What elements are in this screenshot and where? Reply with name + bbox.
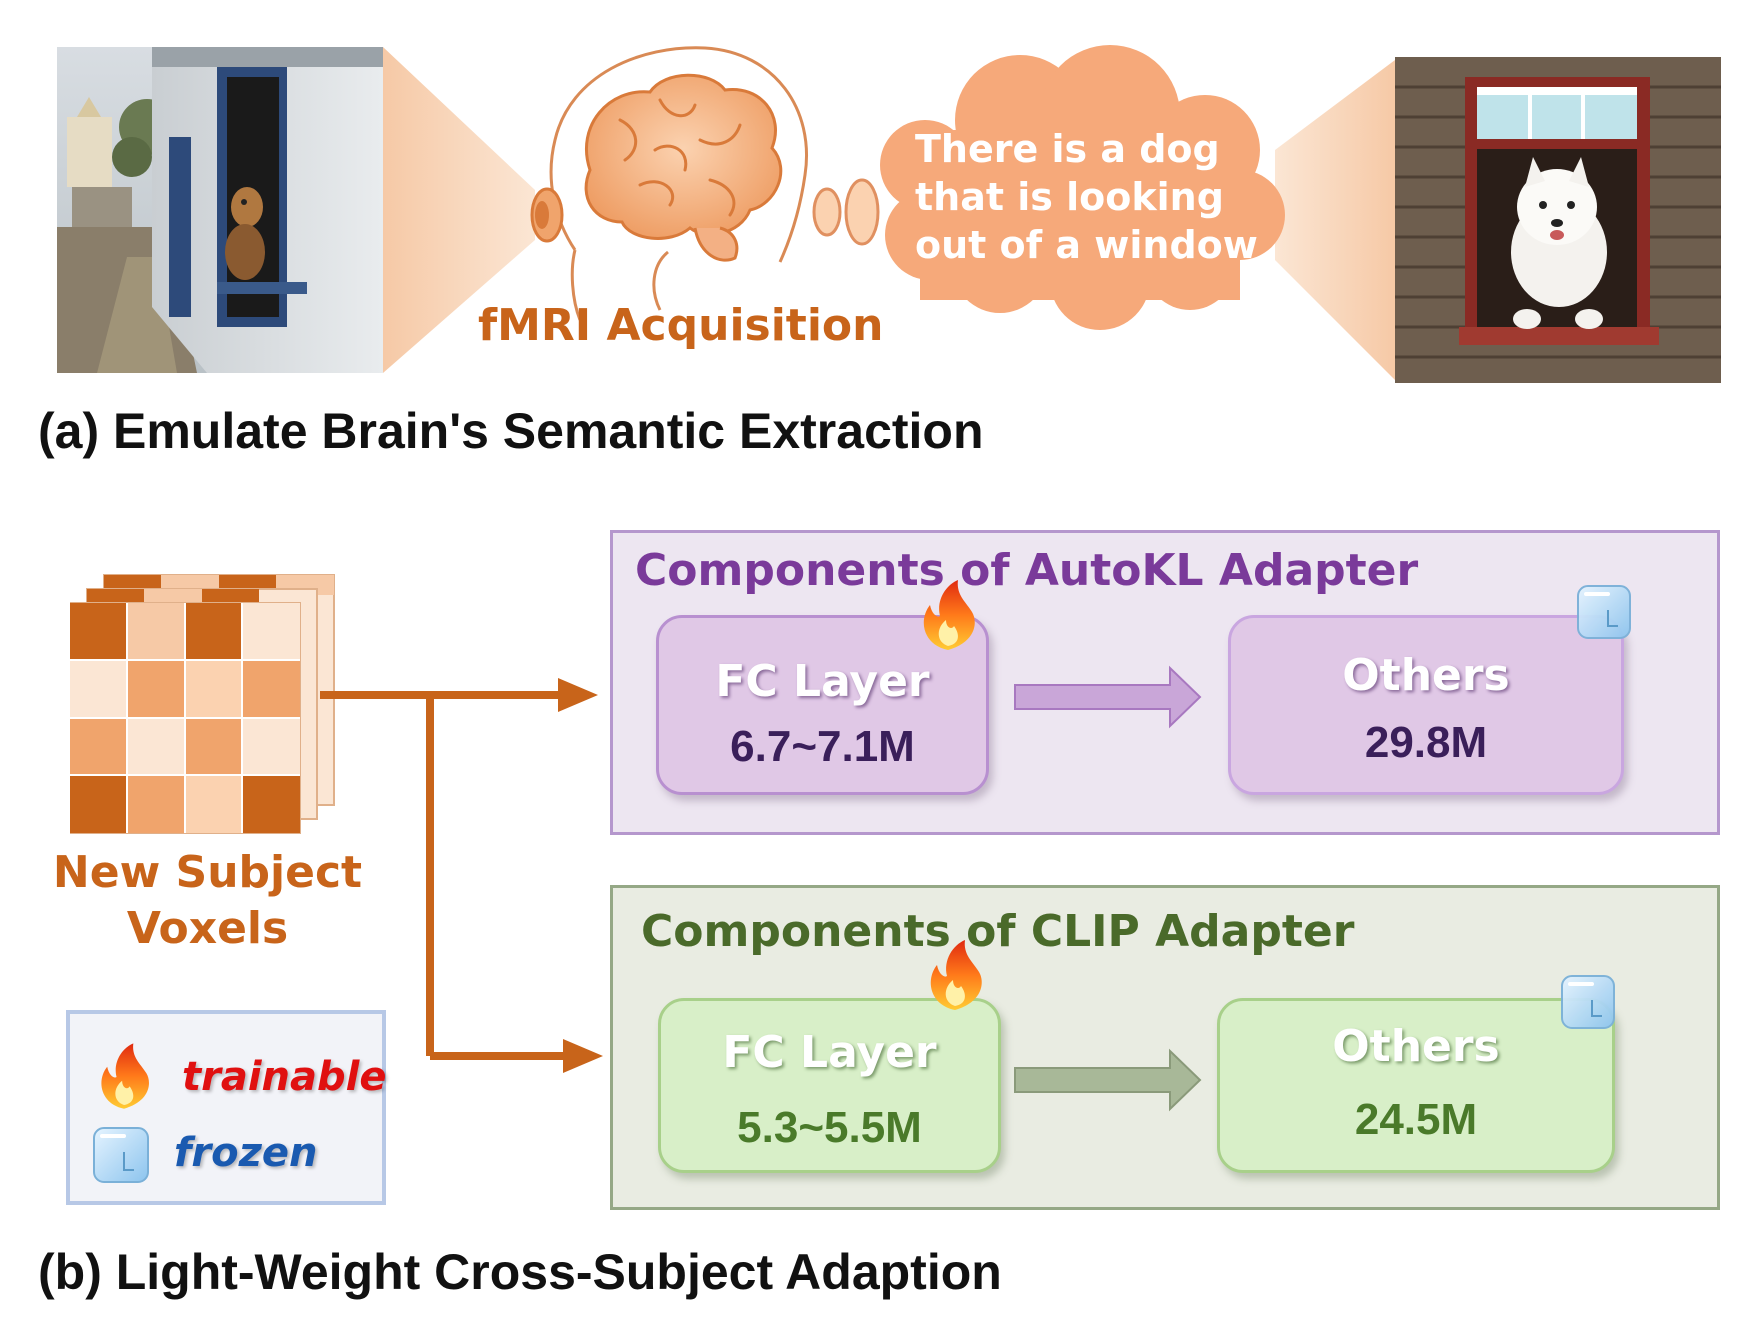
autokl-adapter-panel: Components of AutoKL Adapter FC Layer 6.…: [610, 530, 1720, 835]
light-cone-left: [383, 47, 535, 373]
autokl-fc-label: FC Layer: [715, 656, 930, 707]
fire-icon: [923, 580, 975, 650]
cloud-line-2: that is looking: [915, 175, 1224, 219]
caption-b: (b) Light-Weight Cross-Subject Adaption: [38, 1244, 1002, 1300]
legend-frozen-label: frozen: [174, 1130, 318, 1176]
clip-fc-layer-box: FC Layer 5.3~5.5M: [658, 998, 1001, 1173]
clip-fc-label: FC Layer: [722, 1027, 937, 1078]
reconstructed-image: [1395, 57, 1721, 383]
thought-cloud: [880, 45, 1285, 330]
voxels-label-line-2: Voxels: [126, 903, 289, 954]
autokl-panel-title: Components of AutoKL Adapter: [635, 545, 1419, 596]
wave-icon: [812, 187, 842, 237]
autokl-fc-value: 6.7~7.1M: [730, 722, 915, 771]
legend-ice-icon: [93, 1127, 149, 1183]
voxel-stack: [70, 574, 335, 834]
legend-fire-icon: [101, 1043, 149, 1109]
thought-cloud-text: There is a dog that is looking out of a …: [915, 125, 1258, 269]
legend-trainable-label: trainable: [182, 1054, 387, 1100]
ice-icon: [1577, 585, 1631, 639]
stimulus-image: [57, 47, 383, 373]
brain-icon: [584, 73, 783, 262]
cloud-line-3: out of a window: [915, 223, 1258, 267]
clip-flow-arrow: [1014, 1048, 1202, 1112]
clip-panel-title: Components of CLIP Adapter: [641, 906, 1355, 957]
clip-others-label: Others: [1332, 1021, 1500, 1072]
caption-a: (a) Emulate Brain's Semantic Extraction: [38, 403, 984, 459]
arrow-head-autokl: [558, 678, 598, 712]
autokl-others-box: Others 29.8M: [1228, 615, 1624, 795]
legend: trainable frozen: [66, 1010, 387, 1205]
new-subject-voxels-label: New Subject Voxels: [30, 845, 385, 957]
autokl-others-label: Others: [1342, 650, 1510, 701]
light-cone-right: [1275, 60, 1395, 380]
autokl-flow-arrow: [1014, 665, 1202, 729]
head-outline: [549, 46, 808, 263]
fire-icon: [930, 940, 982, 1010]
clip-others-value: 24.5M: [1354, 1095, 1478, 1144]
arrow-head-clip: [563, 1039, 603, 1073]
ice-icon: [1561, 975, 1615, 1029]
brain-acquisition-graphic: [383, 45, 1395, 380]
clip-others-box: Others 24.5M: [1217, 998, 1615, 1173]
voxels-label-line-1: New Subject: [52, 847, 363, 898]
clip-fc-value: 5.3~5.5M: [737, 1103, 922, 1152]
autokl-fc-layer-box: FC Layer 6.7~7.1M: [656, 615, 989, 795]
clip-adapter-panel: Components of CLIP Adapter FC Layer 5.3~…: [610, 885, 1720, 1210]
autokl-others-value: 29.8M: [1364, 718, 1488, 767]
fmri-acquisition-label: fMRI Acquisition: [478, 300, 884, 351]
cloud-line-1: There is a dog: [915, 127, 1220, 171]
voxel-grid-front: [70, 602, 301, 834]
